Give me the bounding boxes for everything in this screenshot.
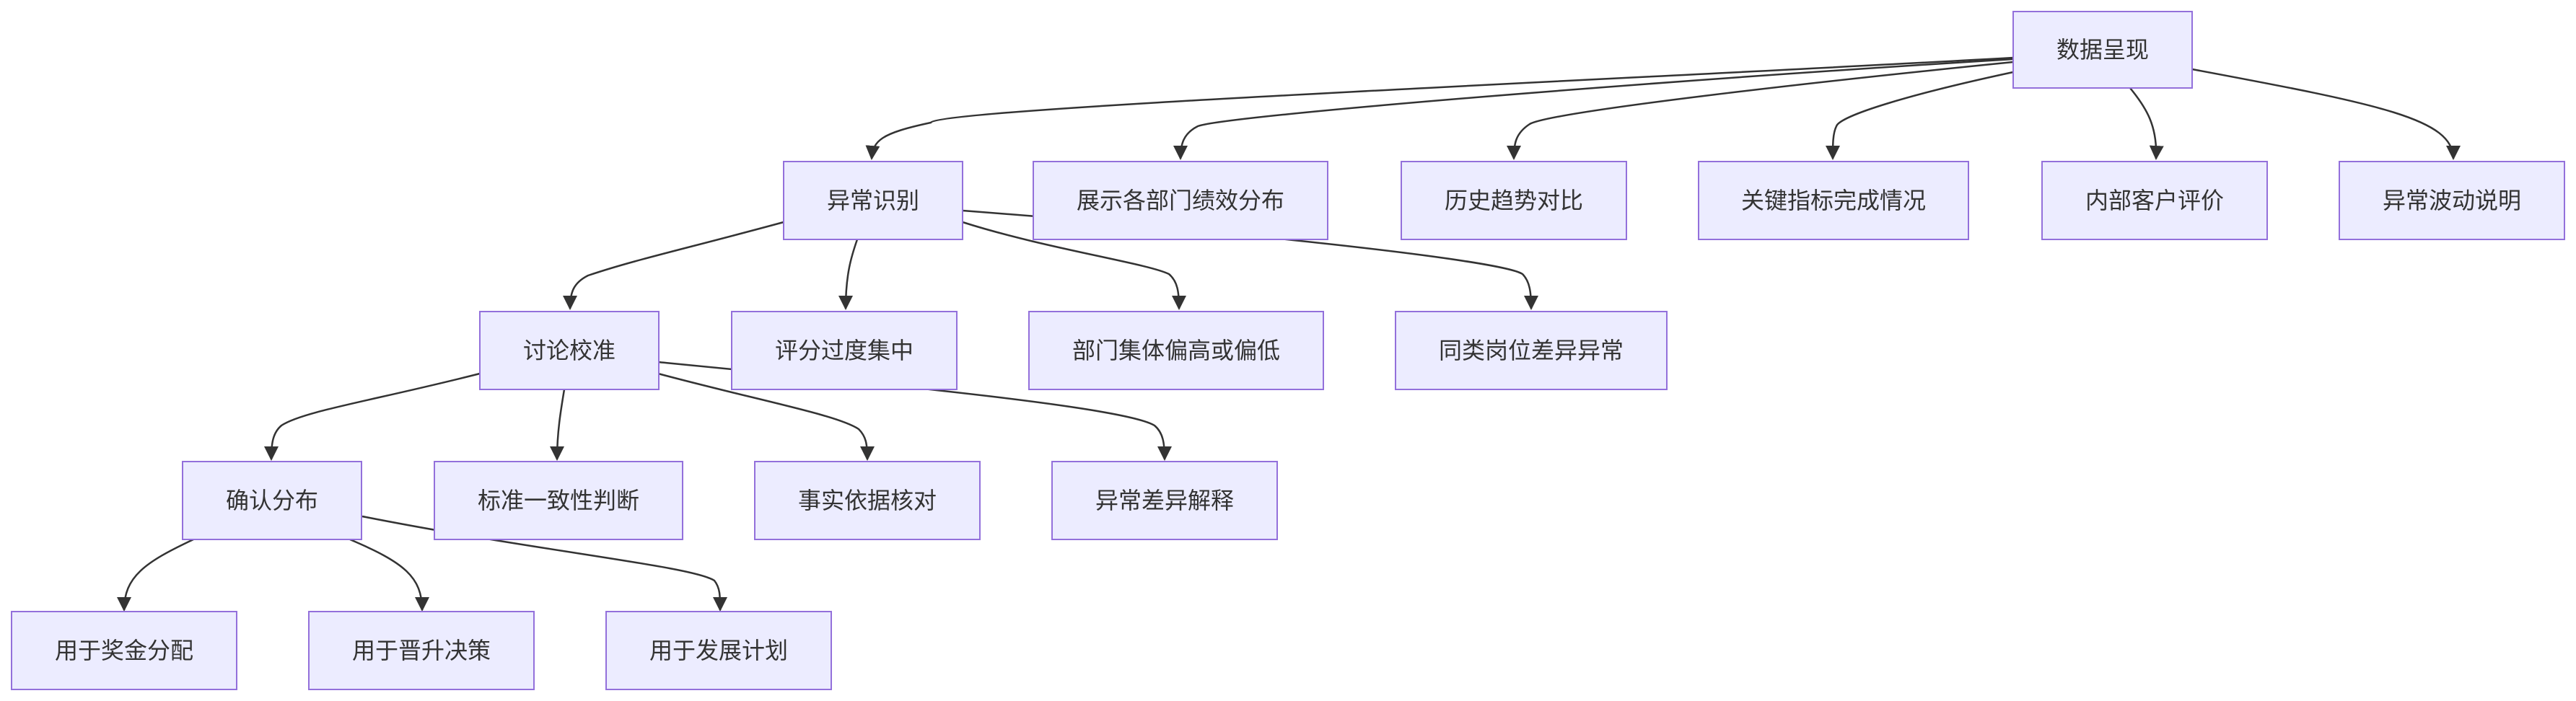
edge-confirm-promo [349,538,429,612]
node-label: 讨论校准 [523,337,615,364]
node-label: 事实依据核对 [798,487,937,514]
node-label: 展示各部门绩效分布 [1077,187,1284,214]
node-label: 同类岗位差异异常 [1439,337,1624,364]
node-label: 异常识别 [827,187,919,214]
node-promotion-decision[interactable]: 用于晋升决策 [308,611,535,690]
node-label: 用于晋升决策 [352,637,491,664]
node-label: 异常差异解释 [1095,487,1234,514]
node-history-trend[interactable]: 历史趋势对比 [1401,161,1627,240]
edge-discuss-consist [550,389,566,461]
node-fact-check[interactable]: 事实依据核对 [754,461,981,540]
edge-abnormal-deptbias [962,221,1186,310]
node-abnormal-identification[interactable]: 异常识别 [783,161,963,240]
node-development-plan[interactable]: 用于发展计划 [605,611,832,690]
node-label: 异常波动说明 [2383,187,2521,214]
edge-root-deptdist [1173,58,2014,160]
node-dept-bias[interactable]: 部门集体偏高或偏低 [1028,311,1324,390]
edge-root-kpi [1826,71,2014,160]
node-peer-role-anomaly[interactable]: 同类岗位差异异常 [1395,311,1668,390]
node-difference-explanation[interactable]: 异常差异解释 [1051,461,1278,540]
node-discussion-calibration[interactable]: 讨论校准 [479,311,660,390]
node-label: 标准一致性判断 [478,487,639,514]
edge-discuss-confirm [264,372,481,461]
node-label: 评分过度集中 [775,337,914,364]
node-label: 确认分布 [226,487,318,514]
node-over-concentration[interactable]: 评分过度集中 [731,311,958,390]
edge-confirm-bonus [117,538,194,612]
edge-root-fluct [2191,68,2461,160]
node-label: 数据呈现 [2056,36,2149,63]
node-abnormal-fluctuation[interactable]: 异常波动说明 [2339,161,2565,240]
node-label: 内部客户评价 [2085,187,2224,214]
edge-abnormal-overconc [838,239,859,310]
edge-abnormal-discuss [563,221,784,310]
node-label: 用于发展计划 [649,637,788,664]
node-label: 关键指标完成情况 [1741,187,1926,214]
edges [117,56,2461,612]
node-internal-customer-review[interactable]: 内部客户评价 [2041,161,2268,240]
nodes: 数据呈现 异常识别 展示各部门绩效分布 历史趋势对比 关键指标完成情况 内部客户… [11,11,2565,690]
node-label: 用于奖金分配 [55,637,193,664]
edge-root-internal [2129,87,2164,160]
node-confirm-distribution[interactable]: 确认分布 [182,461,362,540]
edge-root-abnormal [865,56,2014,160]
node-kpi-completion[interactable]: 关键指标完成情况 [1698,161,1969,240]
node-bonus-allocation[interactable]: 用于奖金分配 [11,611,237,690]
edge-root-history [1507,61,2014,160]
edge-discuss-fact [657,372,875,461]
node-data-presentation[interactable]: 数据呈现 [2012,11,2193,89]
node-dept-performance-distribution[interactable]: 展示各部门绩效分布 [1033,161,1328,240]
node-label: 部门集体偏高或偏低 [1072,337,1280,364]
node-label: 历史趋势对比 [1445,187,1583,214]
node-consistency-judgment[interactable]: 标准一致性判断 [434,461,683,540]
